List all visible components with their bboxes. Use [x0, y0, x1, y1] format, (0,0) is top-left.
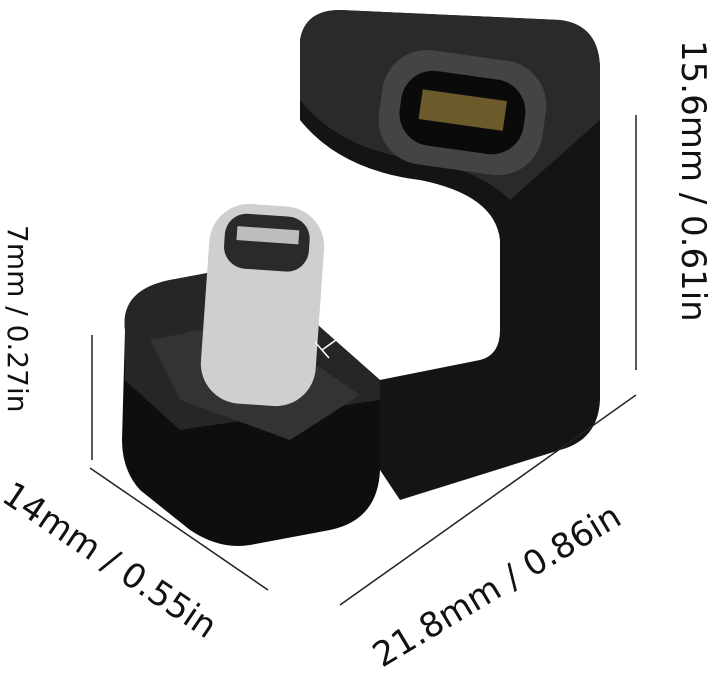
dimension-lines	[89, 115, 637, 606]
gap-label: 9mm	[392, 307, 475, 345]
height-label: 15.6mm / 0.61in	[673, 40, 713, 322]
length-label: 21.8mm / 0.86in	[366, 496, 628, 675]
gap-dimension-line	[314, 219, 500, 359]
usb-c-plug	[150, 203, 360, 440]
adapter-body	[122, 10, 600, 546]
plug-height-label: 7mm / 0.27in	[1, 225, 34, 412]
